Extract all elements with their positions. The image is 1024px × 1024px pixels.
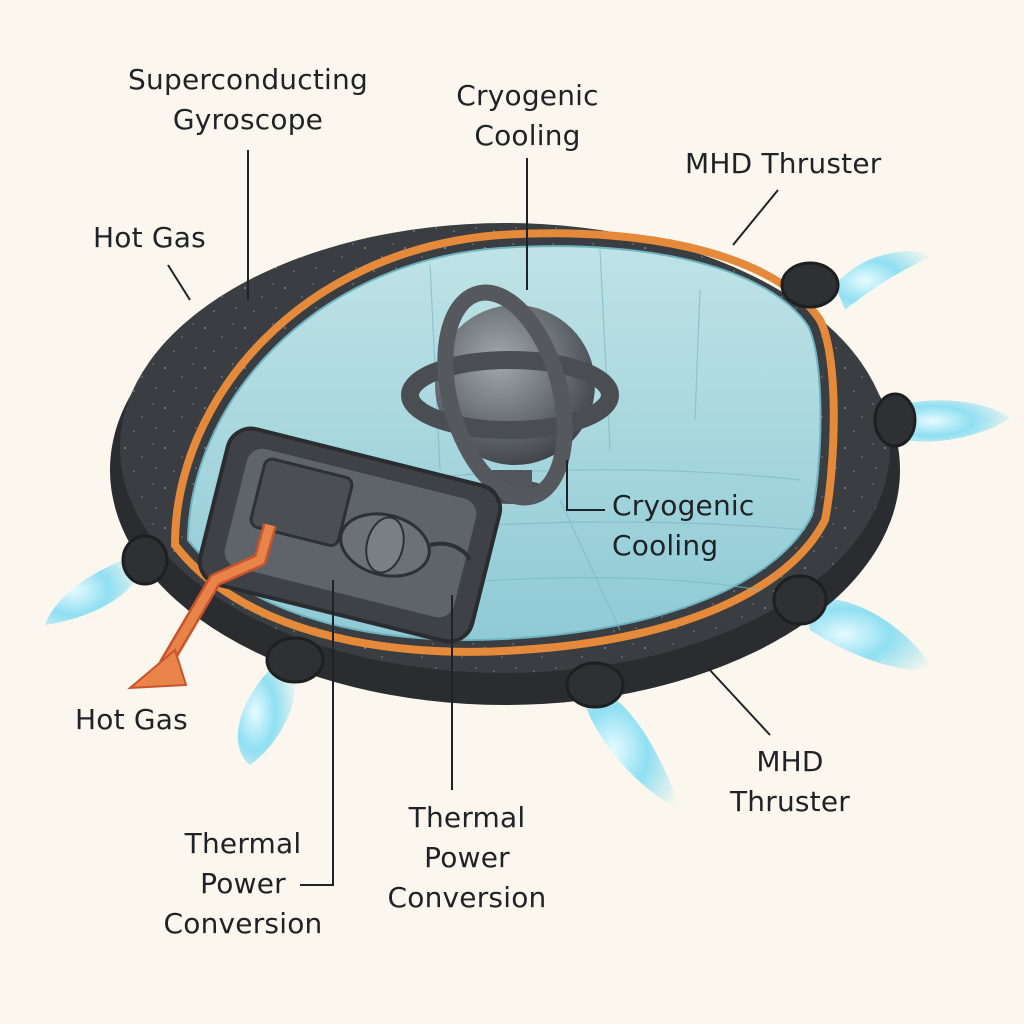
leader-hotgas-top xyxy=(167,264,191,301)
label-mhd-thruster-bottom: MHD Thruster xyxy=(729,745,850,818)
label-thermal-power-conversion-center: Thermal Power Conversion xyxy=(387,801,547,914)
leader-tpc-left xyxy=(300,580,334,886)
nozzle xyxy=(265,636,325,684)
nozzle xyxy=(772,574,828,626)
arrow-icon xyxy=(161,523,275,668)
hot-gas-arrow xyxy=(127,523,277,690)
label-hot-gas-top: Hot Gas xyxy=(93,221,206,254)
plume-icon xyxy=(45,555,142,625)
gyro-ring-horizontal xyxy=(401,351,619,439)
gyro-ring-vertical xyxy=(437,284,573,506)
plume-icon xyxy=(900,400,1010,442)
plume-icon xyxy=(237,660,296,765)
plume-icon xyxy=(585,690,680,810)
label-thermal-power-conversion-left: Thermal Power Conversion xyxy=(163,827,323,940)
orange-band xyxy=(170,229,838,656)
nozzle xyxy=(780,261,840,309)
module-turbine-core xyxy=(365,516,405,574)
plume-icon xyxy=(835,251,935,310)
label-mhd-thruster-top: MHD Thruster xyxy=(685,147,882,180)
thruster-plumes xyxy=(45,251,1010,810)
nozzle xyxy=(565,661,625,709)
module-block xyxy=(249,457,354,547)
nozzle xyxy=(121,534,169,586)
module-pipe xyxy=(429,541,472,562)
leader-mhd-bottom xyxy=(707,667,771,736)
arrow-head xyxy=(127,648,188,690)
thruster-nozzles xyxy=(121,261,917,709)
leader-mhd-top xyxy=(732,189,779,246)
plume-icon xyxy=(805,598,935,671)
label-cryogenic-cooling-right: Cryogenic Cooling xyxy=(612,489,755,562)
leader-lines xyxy=(167,150,779,886)
label-superconducting-gyroscope: Superconducting Gyroscope xyxy=(128,63,368,136)
nozzle xyxy=(873,392,917,448)
label-cryogenic-cooling-top: Cryogenic Cooling xyxy=(456,79,599,152)
power-module xyxy=(197,426,503,644)
gyroscope xyxy=(401,284,619,506)
leader-cryo-right xyxy=(566,460,605,511)
label-hot-gas-arrow: Hot Gas xyxy=(75,703,188,736)
